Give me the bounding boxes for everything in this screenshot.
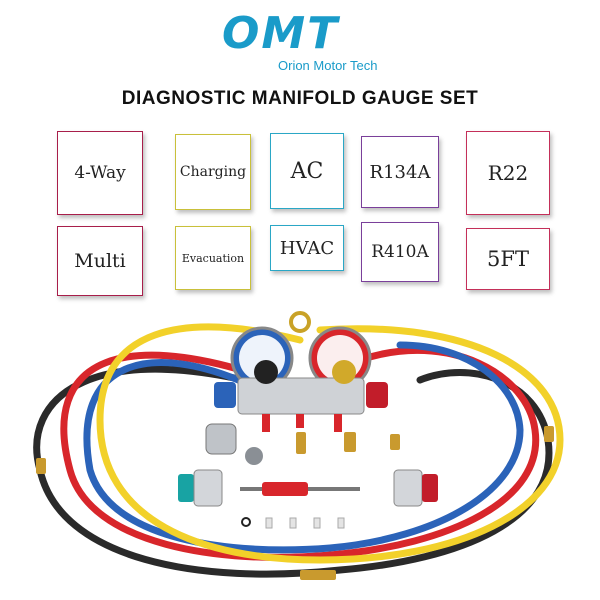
brand-logo-text: OMT — [222, 8, 340, 59]
tag-label: R22 — [487, 161, 529, 185]
tag-5ft: 5FT — [466, 228, 550, 290]
tag-ac: AC — [270, 133, 344, 209]
red-valve-handle — [366, 382, 388, 408]
tag-evacuation: Evacuation — [175, 226, 251, 290]
brand-name: Orion Motor Tech — [278, 58, 378, 73]
product-title: DIAGNOSTIC MANIFOLD GAUGE SET — [121, 88, 479, 109]
tag-label: R410A — [371, 242, 429, 262]
tag-label: 5FT — [487, 247, 529, 271]
blue-valve-handle — [214, 382, 236, 408]
gold-knob — [332, 360, 356, 384]
tag-label: R134A — [369, 161, 431, 183]
yellow-hose — [96, 323, 564, 564]
brand-logo: OMT Orion Motor Tech — [222, 8, 402, 74]
high-side-coupler — [393, 469, 438, 507]
tag-r22: R22 — [466, 131, 550, 215]
product-photo — [33, 311, 564, 580]
tag-label: Evacuation — [181, 251, 245, 265]
tag-label: AC — [290, 158, 324, 184]
tag-r410a: R410A — [361, 222, 439, 282]
tag-multi: Multi — [57, 226, 143, 296]
red-hose — [60, 347, 540, 561]
tag-label: HVAC — [279, 237, 335, 259]
brass-adapters — [296, 432, 400, 454]
can-tap — [205, 423, 263, 465]
tag-4-way: 4-Way — [57, 131, 143, 215]
tag-label: Charging — [179, 164, 247, 180]
tag-label: Multi — [74, 250, 126, 272]
tag-r134a: R134A — [361, 136, 439, 208]
black-hose — [33, 365, 553, 578]
spare-seals — [241, 517, 345, 529]
valve-core-tool — [240, 482, 360, 496]
tag-charging: Charging — [175, 134, 251, 210]
low-side-coupler — [178, 469, 223, 507]
tag-hvac: HVAC — [270, 225, 344, 271]
black-knob — [254, 360, 278, 384]
tag-label: 4-Way — [74, 163, 126, 183]
